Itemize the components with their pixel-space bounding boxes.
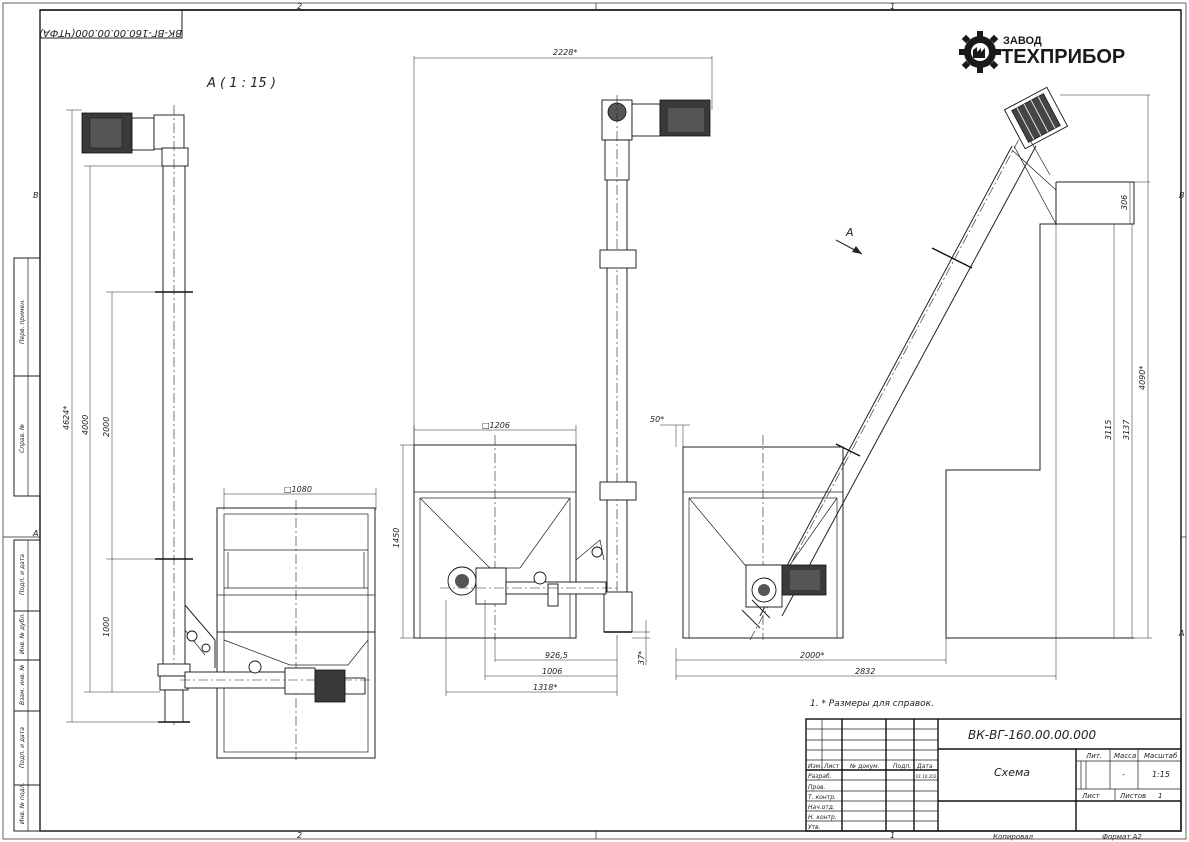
zone-side-a-right: A: [1178, 629, 1184, 638]
tb-copied: Копировал: [993, 833, 1034, 841]
tb-mass: Масса: [1114, 752, 1136, 760]
dim-4090: 4090*: [1138, 366, 1147, 390]
dim-2832: 2832: [855, 667, 875, 676]
logo-line2: ТЕХПРИБОР: [1001, 46, 1125, 68]
tb-date: 01.10.2021: [916, 774, 939, 779]
strip-inv-dubl: Инв. № дубл.: [19, 613, 26, 654]
tb-row-nachotd: Нач.отд.: [808, 804, 835, 811]
zone-bottom-right: 1: [890, 831, 895, 840]
tb-col-izm: Изм.: [808, 763, 822, 770]
gear-factory-icon: [959, 31, 1001, 73]
middle-view: 2228* □1206 1450: [392, 48, 713, 696]
tb-row-tkontr: Т. контр.: [808, 794, 836, 801]
tb-scale-value: 1:15: [1152, 770, 1170, 779]
dim-1006: 1006: [542, 667, 562, 676]
dim-4000: 4000: [81, 415, 90, 435]
dim-37: 37*: [637, 651, 646, 665]
tb-scale: Масштаб: [1144, 752, 1178, 760]
strip-sprav-no: Справ. №: [19, 424, 26, 453]
dim-306: 306: [1120, 195, 1129, 210]
mirror-stamp: ВК-ВГ-160.00.00.000(ЧТФА): [39, 9, 183, 39]
tb-row-nkontr: Н. контр.: [808, 814, 837, 821]
left-view: 4624* 4000 2000 1000 □1080: [62, 105, 377, 760]
strip-vzam-inv: Взам. инв. №: [19, 664, 26, 705]
note-reference-dims: 1. * Размеры для справок.: [810, 699, 934, 709]
title-block: Изм. Лист № докум. Подп. Дата Разраб. Пр…: [805, 718, 1182, 841]
dim-1206: □1206: [482, 421, 510, 430]
tb-sheets: Листов: [1119, 792, 1146, 800]
dim-3115: 3115: [1104, 420, 1113, 440]
dim-50: 50*: [650, 415, 664, 424]
left-strip: Перв. примен. Справ. № Подп. и дата Инв.…: [13, 257, 41, 832]
strip-inv-podl: Инв. № подл.: [19, 783, 26, 824]
dim-1318: 1318*: [533, 683, 557, 692]
dim-1080: □1080: [284, 485, 312, 494]
dim-1450: 1450: [392, 528, 401, 548]
mirror-stamp-text: ВК-ВГ-160.00.00.000(ЧТФА): [39, 27, 182, 38]
view-arrow-label: A: [845, 226, 854, 239]
tb-row-utv: Утв.: [808, 824, 821, 831]
strip-perv-primen: Перв. примен.: [19, 299, 26, 344]
zone-top-left: 2: [297, 2, 302, 11]
zone-side-b-right: B: [1179, 191, 1185, 200]
tb-col-data: Дата: [916, 763, 933, 770]
motor-left-bottom: [314, 669, 346, 703]
tb-lit: Лит.: [1085, 752, 1102, 760]
zone-bottom-left: 2: [297, 831, 302, 840]
tb-sheets-value: 1: [1158, 792, 1162, 800]
tb-format: Формат А2: [1102, 833, 1142, 841]
company-logo: ЗАВОД ТЕХПРИБОР: [959, 31, 1125, 73]
tb-col-dokum: № докум.: [849, 763, 880, 770]
dim-2228: 2228*: [553, 48, 577, 57]
tb-sheet: Лист: [1081, 792, 1101, 800]
dim-926: 926,5: [545, 651, 568, 660]
right-view: 50* 306 40: [650, 86, 1152, 680]
dim-4624: 4624*: [62, 406, 71, 430]
tb-col-podp: Подп.: [893, 763, 911, 770]
view-label: А ( 1 : 15 ): [206, 76, 276, 91]
tb-row-razrab: Разраб.: [808, 773, 832, 780]
dim-3137: 3137: [1122, 419, 1131, 440]
view-arrow: A: [835, 226, 863, 255]
tb-designation: ВК-ВГ-160.00.00.000: [968, 728, 1096, 742]
dim-2000: 2000: [102, 417, 111, 437]
strip-podp-data-2: Подп. и дата: [19, 727, 26, 768]
zone-side-b-left: B: [33, 191, 39, 200]
strip-podp-data-1: Подп. и дата: [19, 554, 26, 595]
tb-row-prov: Пров.: [808, 784, 826, 791]
dim-2000: 2000*: [800, 651, 824, 660]
zone-side-a-left: A: [32, 529, 38, 538]
tb-col-list: Лист: [823, 763, 840, 770]
tb-name: Схема: [994, 766, 1030, 779]
logo-line1: ЗАВОД: [1003, 35, 1042, 47]
zone-top-right: 1: [890, 2, 895, 11]
dim-1000: 1000: [102, 617, 111, 637]
tb-mass-value: -: [1122, 770, 1125, 779]
